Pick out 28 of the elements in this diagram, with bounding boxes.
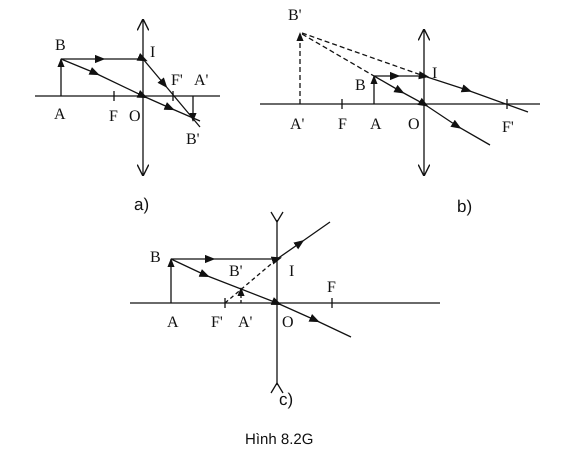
point-label: F — [109, 109, 118, 125]
point-label: O — [282, 315, 294, 331]
point-label: B — [355, 78, 366, 94]
point-label: I — [289, 264, 294, 280]
point-label: I — [432, 66, 438, 82]
point-label: I — [150, 45, 156, 61]
panel-label: b) — [457, 198, 472, 215]
point-label: B' — [186, 132, 200, 148]
point-label: F' — [211, 315, 223, 331]
point-label: A' — [238, 315, 252, 331]
point-label: F' — [502, 120, 514, 136]
point-label: A — [167, 315, 179, 331]
point-label: F — [338, 117, 347, 133]
point-label: B' — [288, 8, 302, 24]
panel-label: a) — [134, 196, 150, 213]
point-label: B — [150, 250, 161, 266]
figure-caption: Hình 8.2G — [245, 432, 314, 447]
point-label: F' — [171, 73, 183, 89]
point-label: F — [327, 280, 336, 296]
point-label: B' — [229, 264, 243, 280]
point-label: A — [54, 107, 66, 123]
point-label: A' — [290, 117, 304, 133]
point-label: A' — [194, 73, 208, 89]
point-label: O — [129, 109, 141, 125]
point-label: A — [370, 117, 382, 133]
panel-label: c) — [279, 391, 294, 408]
point-label: B — [55, 38, 66, 54]
point-label: O — [408, 117, 420, 133]
